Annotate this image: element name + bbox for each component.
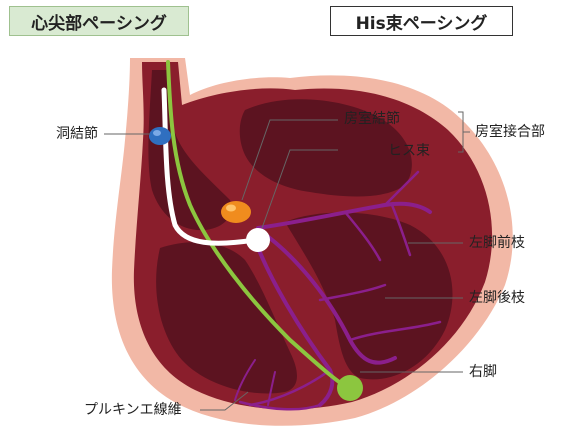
label-left-posterior-fascicle: 左脚後枝 — [469, 290, 525, 306]
av-node-highlight — [226, 205, 236, 212]
label-his-bundle: ヒス束 — [388, 143, 430, 159]
sinus-node-highlight — [153, 130, 161, 136]
label-purkinje-fibers: プルキンエ線維 — [84, 402, 182, 418]
label-sinus-node: 洞結節 — [56, 126, 98, 142]
label-av-junction: 房室接合部 — [475, 124, 545, 140]
label-right-bundle-branch: 右脚 — [469, 364, 497, 380]
his-lead-tip — [246, 228, 270, 252]
apical-lead-tip — [337, 375, 363, 401]
label-av-node: 房室結節 — [344, 111, 400, 127]
sinus-node-marker — [149, 127, 171, 145]
av-node-marker — [221, 201, 251, 223]
label-left-anterior-fascicle: 左脚前枝 — [469, 235, 525, 251]
